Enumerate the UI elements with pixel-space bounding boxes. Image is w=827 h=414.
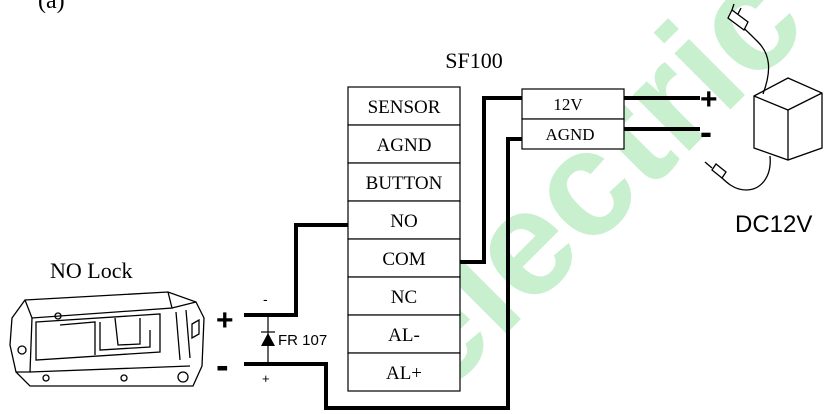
wire-agnd-to-lock-minus (244, 137, 522, 410)
terminal-cell-al-minus (347, 314, 461, 354)
controller-terminal-block: SENSOR AGND BUTTON NO COM NC AL- AL+ (347, 86, 461, 392)
figure-label: (a) (38, 0, 65, 14)
terminal-cell-al-plus (347, 352, 461, 392)
terminal-label-button: BUTTON (366, 173, 443, 194)
power-cell-12v (521, 88, 625, 120)
terminal-cell-button (347, 162, 461, 202)
wire-no-to-lock-plus (244, 223, 348, 317)
lock-label: NO Lock (50, 258, 132, 283)
power-supply-illustration (704, 3, 823, 191)
lock-minus-sign: - (216, 345, 229, 387)
terminal-cell-sensor (347, 86, 461, 126)
diode-fr107: FR 107 - + (261, 291, 327, 386)
diode-plus-mark: + (262, 371, 270, 386)
terminal-label-sensor: SENSOR (368, 97, 441, 118)
controller-title: SF100 (445, 48, 502, 73)
diode-minus-mark: - (263, 291, 268, 307)
power-terminal-block: 12V AGND (521, 88, 625, 150)
power-label-agnd: AGND (545, 125, 594, 144)
psu-plus-sign: + (700, 83, 718, 116)
terminal-label-com: COM (382, 249, 425, 270)
terminal-label-al-minus: AL- (388, 325, 420, 346)
lock-plus-sign: + (216, 304, 234, 337)
psu-minus-sign: - (700, 111, 712, 152)
wires (244, 96, 700, 410)
wire-com-to-12v (460, 96, 522, 264)
diode-label: FR 107 (278, 332, 327, 349)
terminal-cell-agnd (347, 124, 461, 164)
power-cell-agnd (521, 118, 625, 150)
psu-label: DC12V (735, 211, 812, 238)
terminal-label-nc: NC (391, 287, 417, 308)
terminal-label-agnd: AGND (377, 135, 432, 156)
terminal-label-al-plus: AL+ (386, 363, 422, 384)
terminal-label-no: NO (390, 211, 417, 232)
lock-illustration (9, 291, 205, 387)
power-label-12v: 12V (553, 95, 583, 114)
